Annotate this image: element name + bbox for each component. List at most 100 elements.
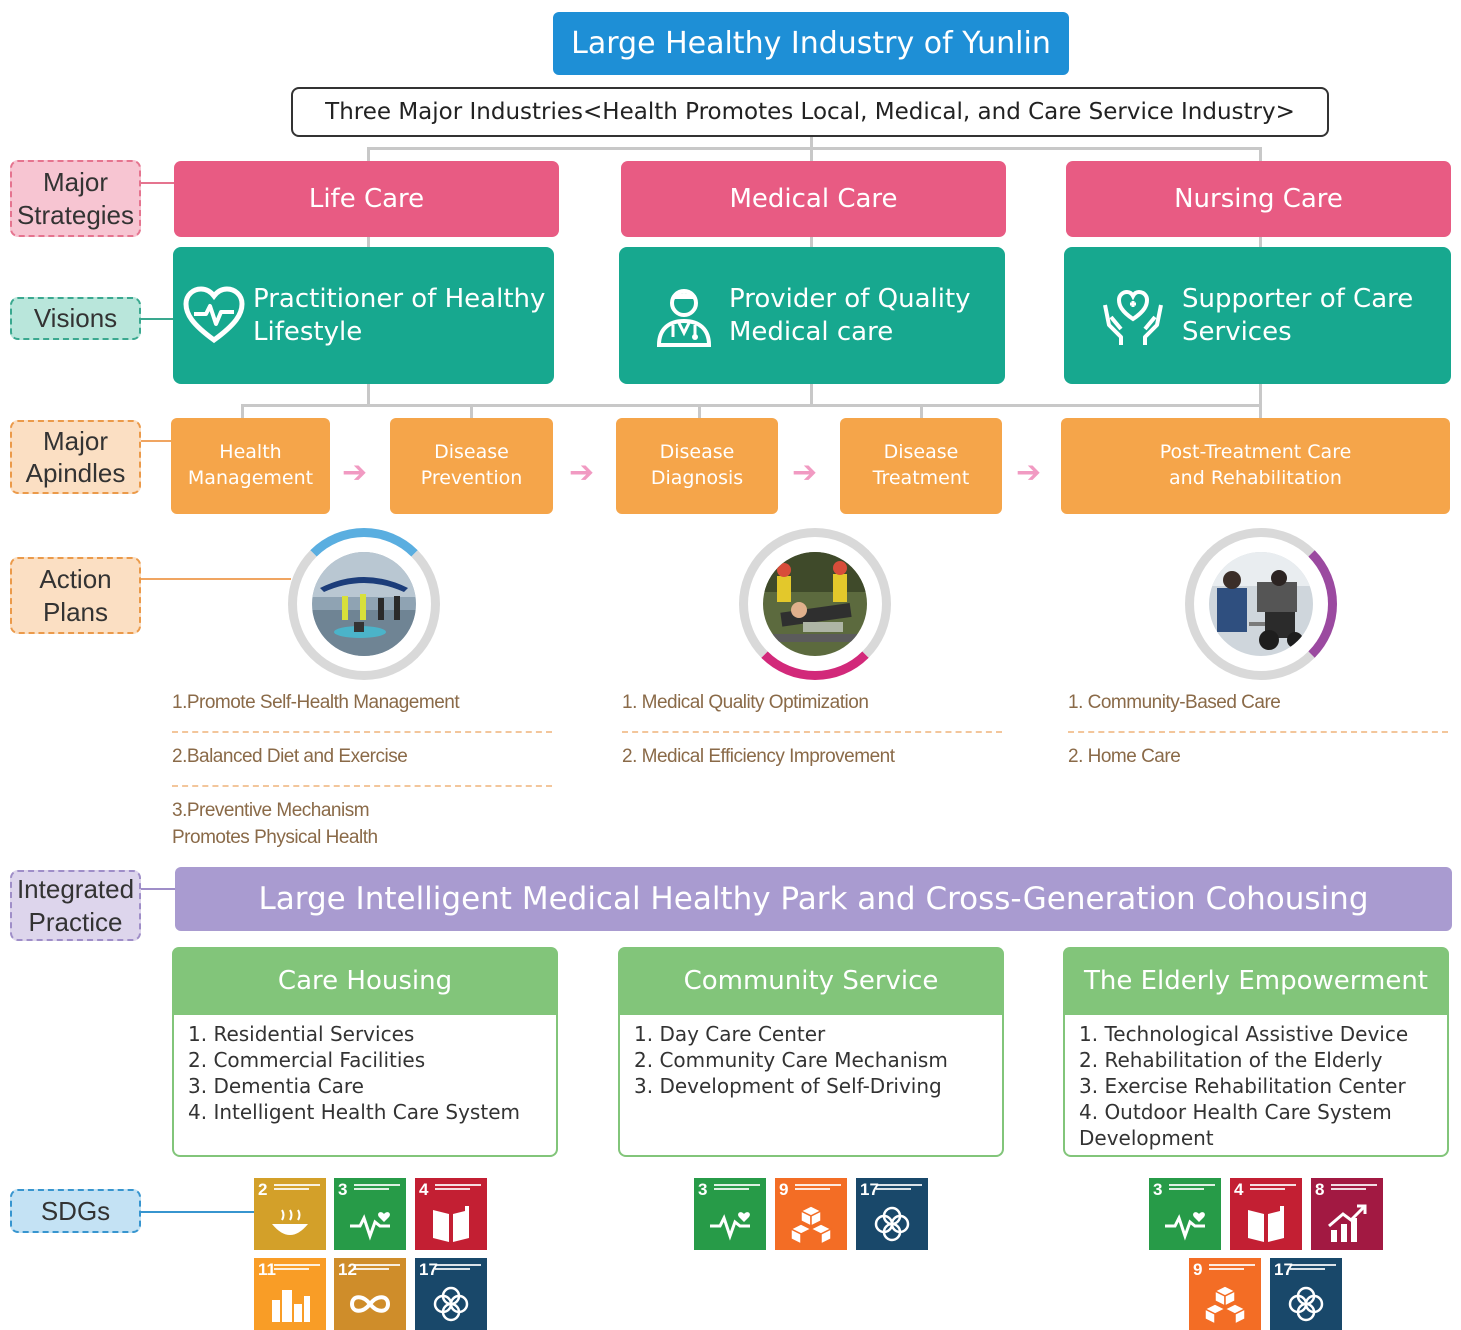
vision-life-care: Practitioner of Healthy Lifestyle xyxy=(173,247,554,384)
sdg-caption-lines xyxy=(354,1184,400,1196)
divider xyxy=(1068,731,1448,733)
list-item: 1. Technological Assistive Device xyxy=(1079,1022,1409,1046)
sdg-caption-lines xyxy=(714,1184,760,1196)
sdg-17-tile: 17 xyxy=(856,1178,928,1250)
list-item: 2. Commercial Facilities xyxy=(188,1048,426,1072)
plan-item: 2. Home Care xyxy=(1068,746,1181,767)
nursing-care-photo-ring xyxy=(1185,528,1337,680)
vision-text: Provider of Quality Medical care xyxy=(729,284,971,347)
sdg-12-tile: 12 xyxy=(334,1258,406,1330)
list-item: 1. Residential Services xyxy=(188,1022,415,1046)
medical-care-photo-ring xyxy=(739,528,891,680)
sdg-caption-lines xyxy=(876,1184,922,1196)
sdg-number: 17 xyxy=(860,1180,879,1199)
plan-item: 1. Community-Based Care xyxy=(1068,692,1281,713)
sdg-4-tile: 4 xyxy=(1230,1178,1302,1250)
doctor-icon xyxy=(649,281,719,351)
divider xyxy=(172,785,552,787)
list-item: 3. Exercise Rehabilitation Center xyxy=(1079,1074,1406,1098)
side-label-spindles: Major Apindles xyxy=(10,420,141,494)
practice-care-housing-title: Care Housing xyxy=(172,947,558,1015)
spindle-health-management: Health Management xyxy=(171,418,330,514)
connector xyxy=(698,404,701,418)
sdg-11-tile: 11 xyxy=(254,1258,326,1330)
sdg-caption-lines xyxy=(1169,1184,1215,1196)
practice-banner: Large Intelligent Medical Healthy Park a… xyxy=(175,867,1452,931)
side-label-strategies: Major Strategies xyxy=(10,160,141,237)
connector xyxy=(470,404,473,418)
list-item: 3. Dementia Care xyxy=(188,1074,364,1098)
sdg-3-tile: 3 xyxy=(694,1178,766,1250)
leader-line xyxy=(141,1211,254,1213)
spindle-post-treatment: Post-Treatment Care and Rehabilitation xyxy=(1061,418,1450,514)
side-label-action-plans: Action Plans xyxy=(10,557,141,634)
spindle-disease-treatment: Disease Treatment xyxy=(840,418,1002,514)
vision-text: Supporter of Care Services xyxy=(1182,284,1414,347)
sdg-3-tile: 3 xyxy=(334,1178,406,1250)
practice-community-service-list: 1. Day Care Center 2. Community Care Mec… xyxy=(618,1015,1004,1157)
side-label-sdgs: SDGs xyxy=(10,1189,141,1233)
connector xyxy=(1259,384,1262,406)
plan-item: 1. Medical Quality Optimization xyxy=(622,692,869,713)
divider xyxy=(172,731,552,733)
practice-care-housing-list: 1. Residential Services 2. Commercial Fa… xyxy=(172,1015,558,1157)
side-label-visions: Visions xyxy=(10,297,141,340)
sdg-number: 3 xyxy=(338,1180,348,1199)
list-item: 2. Rehabilitation of the Elderly xyxy=(1079,1048,1383,1072)
sdg-number: 17 xyxy=(419,1260,438,1279)
leader-line xyxy=(141,318,173,320)
connector xyxy=(241,404,244,418)
sdg-4-tile: 4 xyxy=(415,1178,487,1250)
plan-item: 2. Medical Efficiency Improvement xyxy=(622,746,895,767)
sdg-3-tile: 3 xyxy=(1149,1178,1221,1250)
sdg-17-tile: 17 xyxy=(1270,1258,1342,1330)
spindle-disease-diagnosis: Disease Diagnosis xyxy=(616,418,778,514)
side-label-practice: Integrated Practice xyxy=(10,870,141,941)
spindle-disease-prevention: Disease Prevention xyxy=(390,418,553,514)
sdg-caption-lines xyxy=(274,1264,320,1276)
heart-pulse-icon xyxy=(179,281,249,351)
leader-line xyxy=(141,888,175,890)
arrow-right-icon: ➔ xyxy=(1016,455,1042,490)
arrow-right-icon: ➔ xyxy=(342,455,368,490)
sdg-caption-lines xyxy=(1331,1184,1377,1196)
sdg-number: 2 xyxy=(258,1180,268,1199)
connector xyxy=(1259,147,1262,161)
sdg-number: 12 xyxy=(338,1260,357,1279)
leader-line xyxy=(141,578,291,580)
list-item: 4. Intelligent Health Care System xyxy=(188,1100,520,1124)
connector xyxy=(367,237,370,247)
sdg-number: 9 xyxy=(779,1180,789,1199)
connector xyxy=(810,137,813,148)
vision-text: Practitioner of Healthy Lifestyle xyxy=(253,284,546,347)
sdg-caption-lines xyxy=(1290,1264,1336,1276)
connector xyxy=(810,237,813,247)
life-care-photo-ring xyxy=(288,528,440,680)
connector xyxy=(367,384,370,406)
plan-item: 1.Promote Self-Health Management xyxy=(172,692,460,713)
medical-care-photo xyxy=(763,552,867,656)
sdg-caption-lines xyxy=(1250,1184,1296,1196)
plan-item: 2.Balanced Diet and Exercise xyxy=(172,746,408,767)
sdg-number: 9 xyxy=(1193,1260,1203,1279)
list-item: 4. Outdoor Health Care System Developmen… xyxy=(1079,1100,1392,1150)
connector xyxy=(810,147,813,161)
plan-item: 3.Preventive Mechanism Promotes Physical… xyxy=(172,800,378,848)
practice-elderly-empowerment-list: 1. Technological Assistive Device 2. Reh… xyxy=(1063,1015,1449,1157)
sdg-9-tile: 9 xyxy=(1189,1258,1261,1330)
sdg-number: 3 xyxy=(1153,1180,1163,1199)
sdg-number: 8 xyxy=(1315,1180,1325,1199)
sdg-caption-lines xyxy=(274,1184,320,1196)
divider xyxy=(622,731,1002,733)
sdg-number: 4 xyxy=(1234,1180,1244,1199)
sdg-number: 4 xyxy=(419,1180,429,1199)
sdg-2-tile: 2 xyxy=(254,1178,326,1250)
sdg-number: 17 xyxy=(1274,1260,1293,1279)
connector xyxy=(367,147,370,161)
connector xyxy=(1259,237,1262,247)
arrow-right-icon: ➔ xyxy=(792,455,818,490)
sdg-9-tile: 9 xyxy=(775,1178,847,1250)
vision-medical-care: Provider of Quality Medical care xyxy=(619,247,1005,384)
sdg-caption-lines xyxy=(354,1264,400,1276)
caring-hands-icon xyxy=(1098,281,1168,351)
